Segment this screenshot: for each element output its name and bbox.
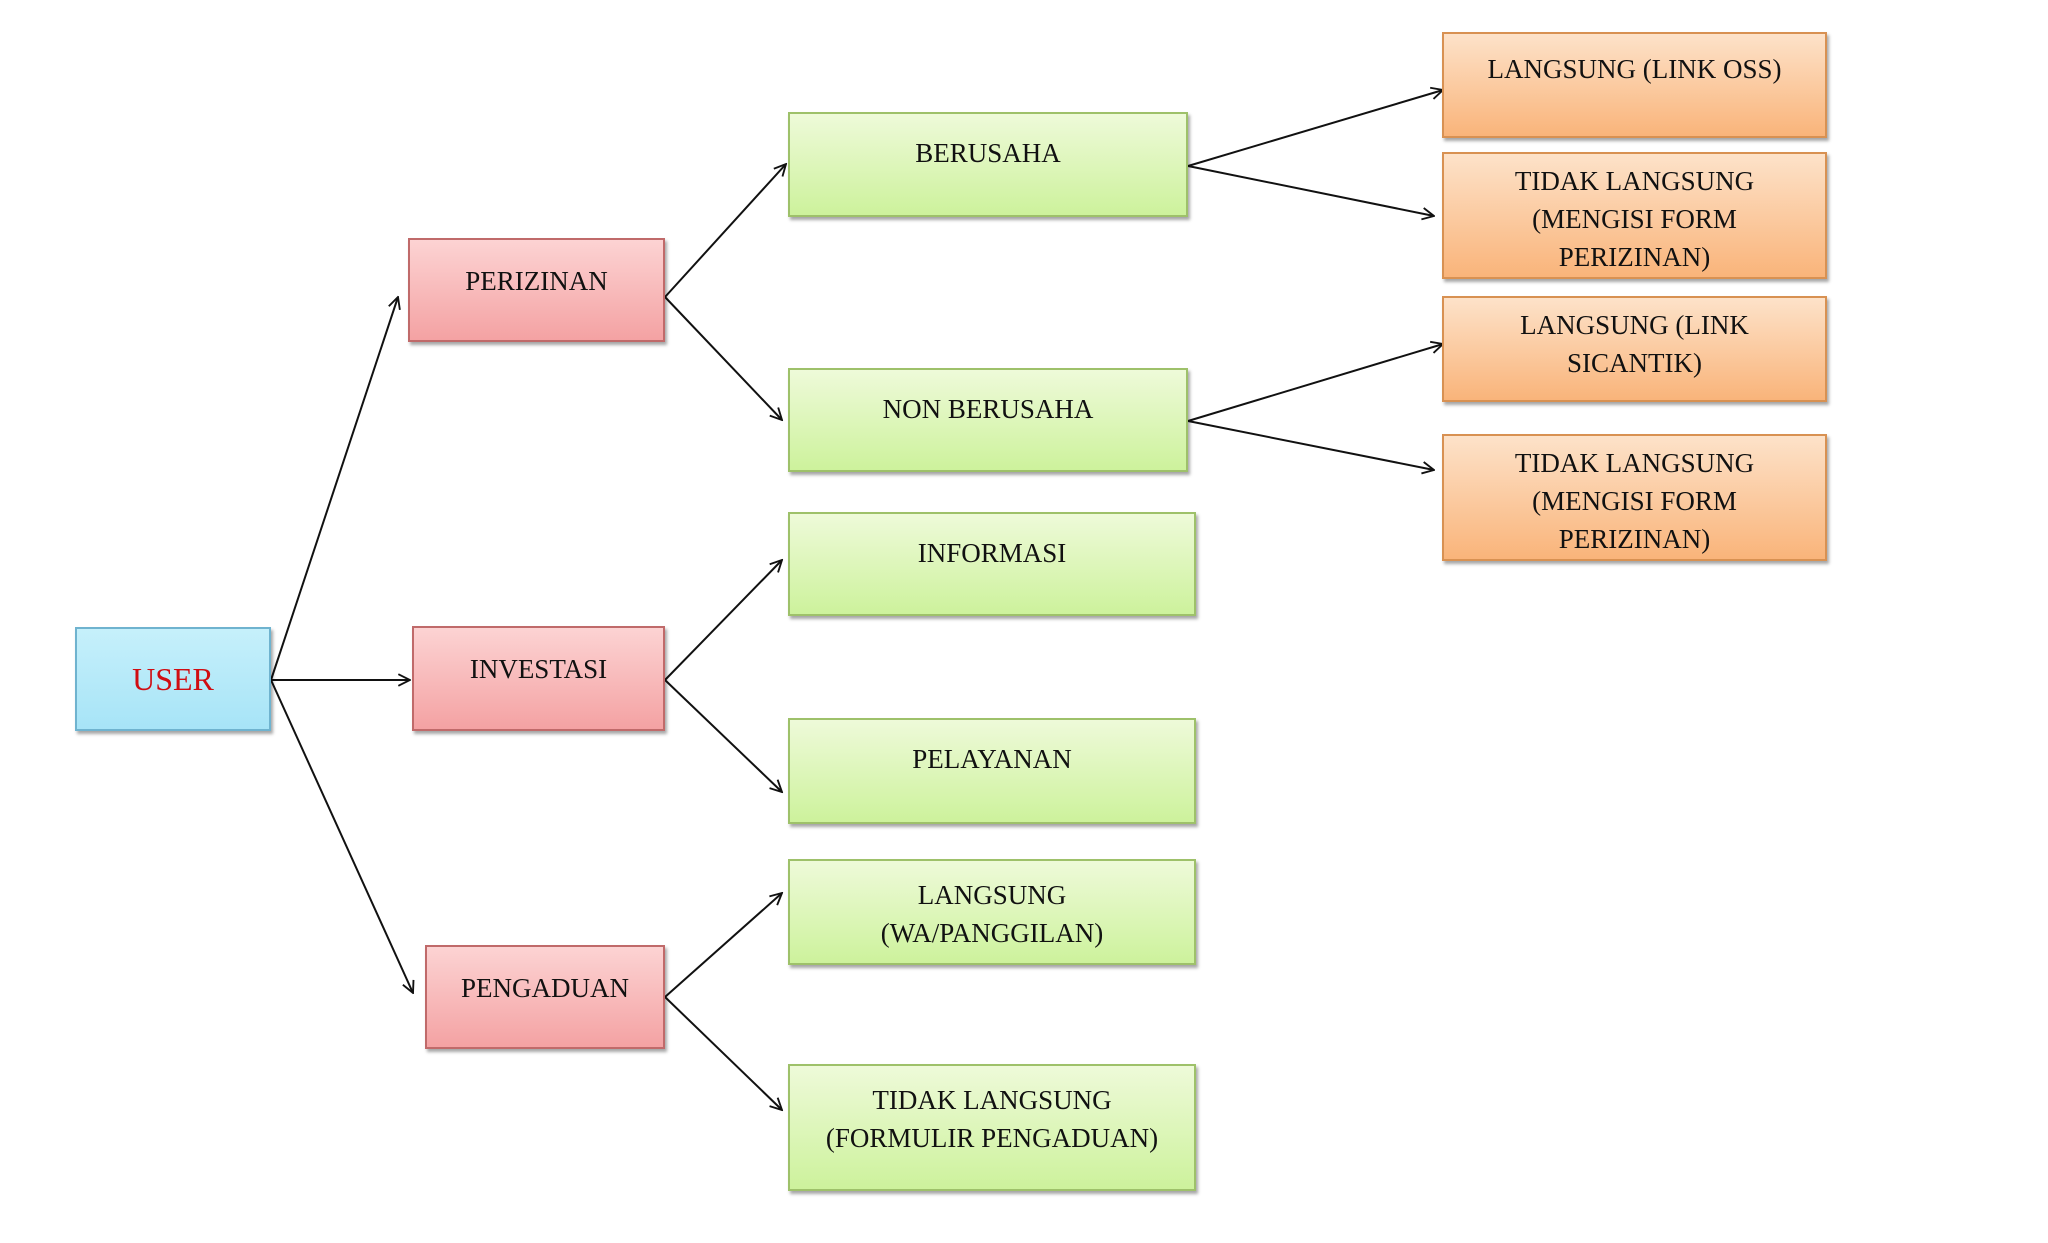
node-tidak-langsung-mengisi-form-2: TIDAK LANGSUNG (MENGISI FORM PERIZINAN) <box>1442 434 1827 561</box>
node-berusaha-label: BERUSAHA <box>915 138 1061 168</box>
node-tidak-langsung-formulir-pengaduan-label: TIDAK LANGSUNG (FORMULIR PENGADUAN) <box>825 1085 1159 1153</box>
node-tidak-langsung-formulir-pengaduan: TIDAK LANGSUNG (FORMULIR PENGADUAN) <box>788 1064 1196 1191</box>
arrow-pengaduan-langsung-wa <box>664 893 782 998</box>
node-informasi: INFORMASI <box>788 512 1196 616</box>
node-pelayanan-label: PELAYANAN <box>912 744 1072 774</box>
node-investasi: INVESTASI <box>412 626 665 731</box>
arrow-perizinan-berusaha <box>664 164 786 298</box>
node-investasi-label: INVESTASI <box>469 654 608 684</box>
arrow-perizinan-non-berusaha <box>664 296 782 420</box>
node-langsung-link-sicantik: LANGSUNG (LINK SICANTIK) <box>1442 296 1827 402</box>
node-langsung-link-sicantik-label: LANGSUNG (LINK SICANTIK) <box>1520 310 1749 378</box>
node-user: USER <box>75 627 271 731</box>
node-pengaduan: PENGADUAN <box>425 945 665 1049</box>
node-tidak-langsung-mengisi-form-1: TIDAK LANGSUNG (MENGISI FORM PERIZINAN) <box>1442 152 1827 279</box>
node-langsung-wa-panggilan-label: LANGSUNG (WA/PANGGILAN) <box>880 880 1104 948</box>
node-langsung-link-oss: LANGSUNG (LINK OSS) <box>1442 32 1827 138</box>
node-berusaha: BERUSAHA <box>788 112 1188 217</box>
node-user-label: USER <box>132 661 214 697</box>
arrow-non-berusaha-tidak-langsung <box>1187 420 1434 470</box>
node-non-berusaha: NON BERUSAHA <box>788 368 1188 472</box>
arrow-investasi-informasi <box>664 560 782 681</box>
node-tidak-langsung-mengisi-form-1-label: TIDAK LANGSUNG (MENGISI FORM PERIZINAN) <box>1514 166 1755 272</box>
arrow-non-berusaha-link-sicantik <box>1187 344 1443 422</box>
arrow-berusaha-link-oss <box>1187 90 1443 167</box>
arrow-user-pengaduan <box>270 679 413 993</box>
node-pengaduan-label: PENGADUAN <box>461 973 629 1003</box>
node-langsung-wa-panggilan: LANGSUNG (WA/PANGGILAN) <box>788 859 1196 965</box>
node-pelayanan: PELAYANAN <box>788 718 1196 824</box>
node-perizinan: PERIZINAN <box>408 238 665 342</box>
arrow-berusaha-tidak-langsung <box>1187 165 1434 216</box>
arrow-pengaduan-tidak-langsung <box>664 996 782 1110</box>
arrow-investasi-pelayanan <box>664 679 782 792</box>
node-informasi-label: INFORMASI <box>917 538 1067 568</box>
node-langsung-link-oss-label: LANGSUNG (LINK OSS) <box>1487 54 1782 84</box>
arrow-user-perizinan <box>270 297 398 681</box>
node-non-berusaha-label: NON BERUSAHA <box>882 394 1094 424</box>
node-tidak-langsung-mengisi-form-2-label: TIDAK LANGSUNG (MENGISI FORM PERIZINAN) <box>1514 448 1755 554</box>
node-perizinan-label: PERIZINAN <box>465 266 608 296</box>
